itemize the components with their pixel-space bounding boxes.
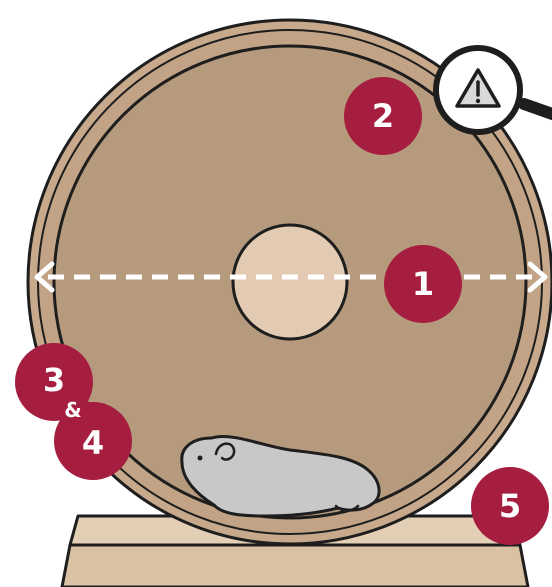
- hamster-wheel: [26, 18, 552, 546]
- marker-ampersand: &: [64, 398, 81, 422]
- stand-front: [60, 543, 530, 587]
- marker-4-label: 4: [82, 424, 104, 462]
- right-arrowhead: [527, 261, 548, 293]
- hamster-ear: [214, 442, 236, 461]
- hamster-back-paw: [334, 504, 360, 512]
- wheel-stand: [60, 514, 530, 587]
- marker-2: 2: [344, 77, 422, 155]
- diameter-line: [34, 261, 548, 293]
- marker-1-badge: [384, 245, 462, 323]
- left-arrowhead: [34, 261, 55, 293]
- hamster-eye: [197, 455, 203, 461]
- marker-2-label: 2: [372, 97, 394, 135]
- wheel-hub: [231, 223, 349, 341]
- marker-4-badge: [54, 402, 132, 480]
- marker-3-label: 3: [43, 361, 65, 399]
- marker-5: 5: [471, 467, 549, 545]
- warning-triangle-icon: [455, 68, 501, 108]
- marker-2-badge: [344, 77, 422, 155]
- magnifier-handle: [518, 98, 552, 121]
- marker-5-badge: [471, 467, 549, 545]
- hamster: [180, 435, 381, 518]
- marker-5-label: 5: [499, 487, 521, 525]
- marker-3-and-4: 3 & 4: [15, 343, 132, 480]
- marker-1: 1: [384, 245, 462, 323]
- magnifying-glass-icon: [433, 45, 552, 135]
- marker-3-badge: [15, 343, 93, 421]
- marker-1-label: 1: [412, 265, 434, 303]
